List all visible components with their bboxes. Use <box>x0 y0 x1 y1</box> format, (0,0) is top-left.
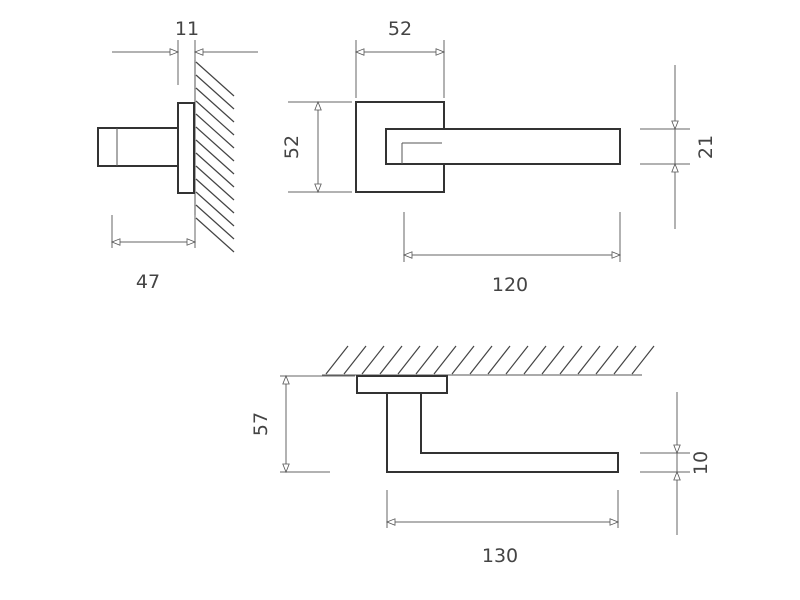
hatch-line <box>415 345 439 375</box>
label-lever-total-length: 130 <box>482 545 518 567</box>
hatch-line <box>195 204 235 240</box>
hatch-line <box>195 87 235 123</box>
hatch-line <box>469 345 493 375</box>
dim-rose-thickness: 11 <box>112 18 258 85</box>
dim-lever-bar: 10 <box>640 392 712 535</box>
hatch-line <box>577 345 601 375</box>
label-rose-height: 52 <box>281 135 303 159</box>
hatch-line <box>195 217 235 253</box>
hatch-line <box>631 345 655 375</box>
hatch-line <box>195 191 235 227</box>
hatch-line <box>195 113 235 149</box>
hatch-line <box>361 345 385 375</box>
top-rose <box>356 375 448 394</box>
label-lever-bar: 10 <box>690 451 712 475</box>
hatch-line <box>195 100 235 136</box>
front-view: 52 52 120 21 <box>281 18 717 296</box>
hatch-line <box>195 126 235 162</box>
hatch-line <box>613 345 637 375</box>
top-lever <box>386 392 619 473</box>
label-lever-height: 21 <box>695 135 717 159</box>
hatch-line <box>523 345 547 375</box>
wall-hatch-top <box>325 345 655 375</box>
hatch-line <box>195 74 235 110</box>
hatch-line <box>195 139 235 175</box>
hatch-line <box>559 345 583 375</box>
dim-projection: 47 <box>110 215 197 293</box>
hatch-line <box>595 345 619 375</box>
hatch-line <box>325 345 349 375</box>
dim-lever-total-length: 130 <box>385 490 620 567</box>
side-rose <box>177 102 195 194</box>
dim-rose-width: 52 <box>354 18 446 98</box>
dim-lever-height: 21 <box>640 65 717 229</box>
hatch-line <box>487 345 511 375</box>
hatch-line <box>541 345 565 375</box>
hatch-line <box>397 345 421 375</box>
dim-lever-offset: 57 <box>250 374 355 474</box>
hatch-line <box>195 61 235 97</box>
top-view: 57 130 10 <box>250 345 712 567</box>
side-view: 11 47 <box>97 18 258 293</box>
hatch-line <box>379 345 403 375</box>
hatch-line <box>433 345 457 375</box>
hatch-line <box>343 345 367 375</box>
hatch-line <box>195 152 235 188</box>
label-rose-width: 52 <box>388 18 412 40</box>
hatch-line <box>195 178 235 214</box>
label-lever-length: 120 <box>492 274 528 296</box>
dim-lever-length: 120 <box>402 212 622 296</box>
label-lever-offset: 57 <box>250 412 272 436</box>
hatch-line <box>451 345 475 375</box>
front-lever <box>385 128 621 165</box>
label-rose-thickness: 11 <box>175 18 199 40</box>
wall-hatch-side <box>195 61 235 253</box>
side-handle <box>97 127 179 167</box>
dim-rose-height: 52 <box>281 100 352 194</box>
hatch-line <box>195 165 235 201</box>
label-projection: 47 <box>136 271 160 293</box>
hatch-line <box>505 345 529 375</box>
